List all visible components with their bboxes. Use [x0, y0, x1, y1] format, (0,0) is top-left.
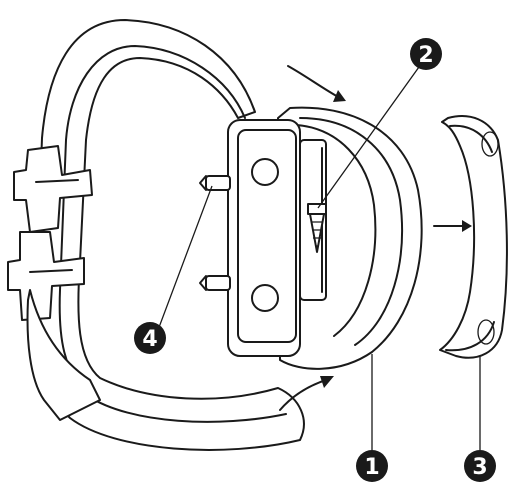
- contact-probe-bottom: [199, 275, 231, 291]
- callout-badge-1: 1: [356, 450, 388, 482]
- callout-label-4: 4: [142, 327, 157, 352]
- battery-cap-rim-bottom: [445, 321, 495, 352]
- leader-line-4: [157, 185, 213, 331]
- buckle-frame: [13, 145, 93, 233]
- housing-side-curve: [295, 124, 377, 337]
- contact-point-bottom: [251, 284, 279, 312]
- battery-cap-notch-bottom: [477, 319, 495, 345]
- callout-badge-3: 3: [464, 450, 496, 482]
- battery-cap: [439, 115, 508, 359]
- battery-cap-rim: [449, 124, 493, 153]
- housing-inner-curve: [299, 117, 403, 346]
- buckle-prong-top: [35, 179, 79, 183]
- leader-line-2: [317, 59, 425, 209]
- rotation-arrow-bottom: [279, 376, 334, 411]
- remove-cap-arrow: [433, 220, 472, 232]
- rotation-arrow-top: [287, 65, 346, 102]
- callout-label-2: 2: [418, 43, 433, 68]
- receiver-front-plate: [199, 119, 327, 357]
- collar-buckle: [7, 145, 101, 421]
- battery-cap-notch-top: [481, 131, 499, 157]
- battery-contact-spring: [307, 203, 327, 253]
- battery-cap-body: [439, 115, 508, 359]
- callout-badge-2: 2: [410, 38, 442, 70]
- contact-probe-top: [199, 175, 231, 191]
- contact-point-top: [251, 158, 279, 186]
- strap-inner-edge: [58, 45, 287, 423]
- buckle-lower: [7, 231, 85, 321]
- strap-tail: [26, 289, 101, 421]
- buckle-prong-bottom: [29, 269, 73, 273]
- callout-badge-4: 4: [134, 322, 166, 354]
- callout-label-1: 1: [364, 455, 379, 480]
- callout-label-3: 3: [472, 455, 487, 480]
- front-plate-face: [237, 129, 297, 343]
